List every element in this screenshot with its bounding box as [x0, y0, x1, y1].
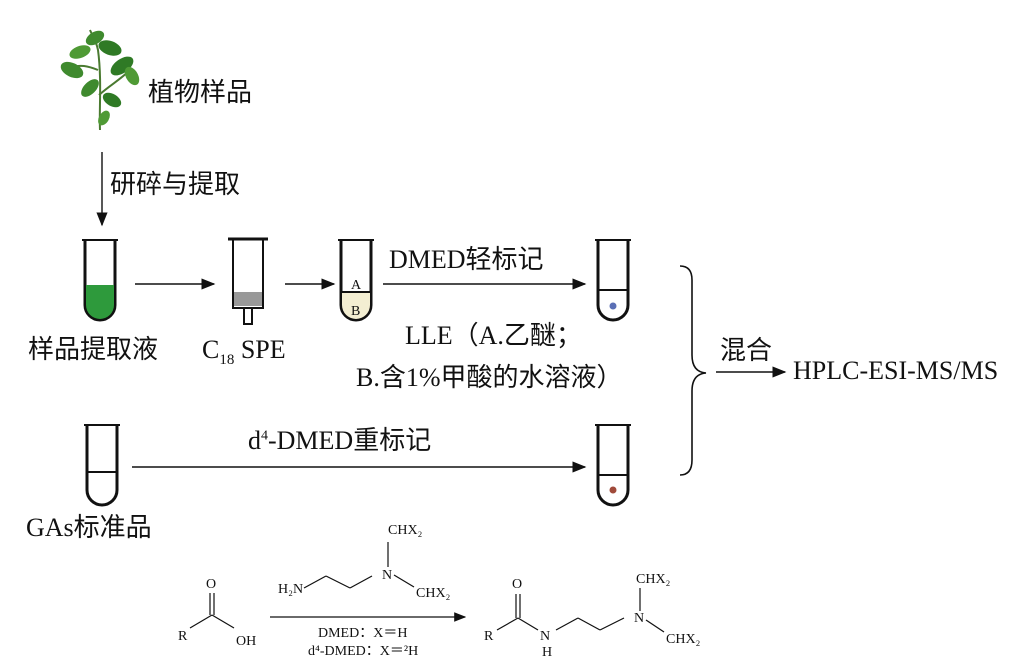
reactant-r: R: [178, 629, 188, 644]
reagent-h2n: H₂N: [278, 582, 303, 597]
spe-base: C: [202, 335, 220, 364]
sample-extract-tube: [82, 239, 118, 322]
lle-line1: LLE（A.乙醚；: [405, 321, 582, 350]
product-r: R: [484, 629, 494, 644]
reagent-chx2-right: CHX₂: [416, 586, 451, 601]
reaction-scheme: [189, 542, 665, 633]
spe-cartridge-icon: [228, 237, 268, 325]
hplc-label: HPLC-ESI-MS/MS: [793, 356, 999, 385]
lle-tube: [338, 239, 374, 322]
product-o: O: [512, 577, 522, 592]
heavy-sup: 4: [261, 428, 268, 444]
gas-standard-label: GAs标准品: [26, 513, 152, 542]
reaction-text: R O OH H₂N N CHX₂ CHX₂ DMED：X＝H d⁴-DMED：…: [178, 523, 701, 660]
light-label-text: DMED轻标记: [389, 245, 544, 274]
heavy-label-text: d4-DMED重标记: [248, 428, 431, 454]
heavy-labeled-tube: [595, 424, 631, 507]
reagent-n: N: [382, 568, 392, 583]
gas-standard-tube: [84, 424, 120, 507]
light-labeled-tube: [595, 239, 631, 322]
sample-extract-label: 样品提取液: [28, 335, 159, 364]
spe-subscript: 18: [219, 352, 235, 369]
grind-extract-label: 研碎与提取: [110, 170, 241, 199]
spe-label: C18 SPE: [202, 337, 286, 368]
merge-brace: [679, 265, 707, 476]
product-n2: N: [634, 611, 644, 626]
product-n: N: [540, 629, 550, 644]
heavy-pre: d: [248, 426, 261, 455]
lle-line2: B.含1%甲酸的水溶液）: [356, 363, 623, 392]
tube-layer-a: A: [351, 278, 362, 293]
product-chx2-right: CHX₂: [666, 632, 701, 647]
spe-rest: SPE: [234, 335, 286, 364]
reactant-o: O: [206, 577, 216, 592]
plant-icon: [60, 29, 140, 131]
mix-label: 混合: [720, 336, 773, 365]
plant-sample-label: 植物样品: [148, 78, 253, 107]
product-chx2-top: CHX₂: [636, 572, 671, 587]
tube-layer-b: B: [351, 304, 360, 319]
condition-dmed: DMED：X＝H: [318, 626, 407, 641]
reagent-chx2-top: CHX₂: [388, 523, 423, 538]
reactant-oh: OH: [236, 634, 256, 649]
heavy-post: -DMED重标记: [268, 426, 432, 455]
product-h: H: [542, 645, 552, 660]
condition-d4-dmed: d⁴-DMED：X＝²H: [308, 644, 418, 659]
